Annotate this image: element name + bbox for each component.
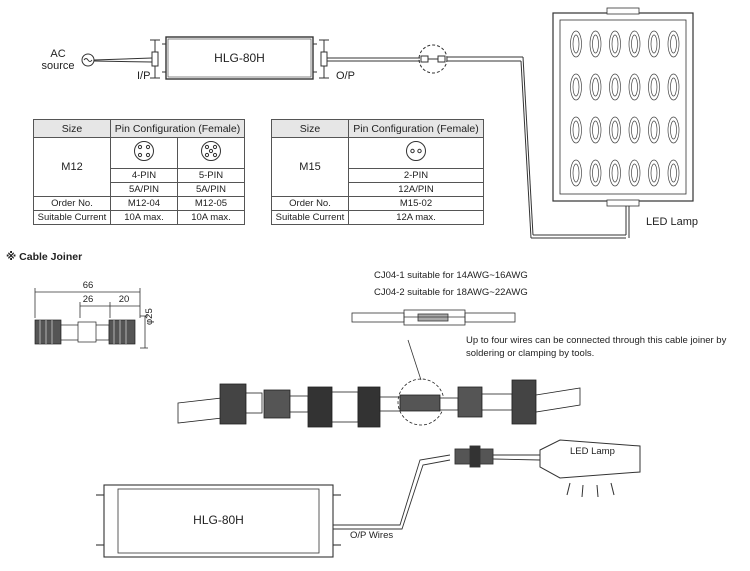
m12-5pin-diagram [176,137,246,169]
m12-4pin-diagram [110,137,178,169]
m15-order-02: M15-02 [348,196,484,211]
led-module-inner [572,77,580,97]
led-module-inner [631,34,638,54]
cable-joiner-small [34,319,136,345]
reference-mark: ※ [6,251,17,263]
led-module-inner [670,77,677,97]
driver-model-label-bottom: HLG-80H [193,513,244,527]
m12-size-value: M12 [33,137,111,197]
m15-pin-config-header: Pin Configuration (Female) [348,119,484,138]
m15-size-header: Size [271,119,349,138]
led-module-inner [650,120,658,140]
led-module-inner [592,120,599,140]
m12-5pin-rating: 5A/PIN [176,182,246,197]
driver-body-top [162,36,317,80]
m12-order-05: M12-05 [176,196,246,211]
led-module-inner [631,163,638,183]
m12-current-05: 10A max. [176,210,246,225]
led-module-inner [670,163,677,183]
joiner-description-line1: Up to four wires can be connected throug… [466,335,727,346]
m15-current-label: Suitable Current [271,210,349,225]
driver-body-bottom [96,484,341,558]
led-module-inner [611,34,619,54]
dim-total-66: 66 [82,280,94,291]
source-label: source [41,60,75,72]
connector-highlight-circle [418,44,448,74]
m12-4pin-rating: 5A/PIN [110,182,178,197]
dim-diameter-25: φ25 [144,308,155,325]
led-lamp-label-top: LED Lamp [646,216,698,228]
m15-2pin-label: 2-PIN [348,168,484,183]
led-module-inner [650,34,658,54]
led-array [570,30,680,187]
ac-wave-glyph [83,58,93,62]
cj04-2-note: CJ04-2 suitable for 18AWG~22AWG [374,287,528,298]
m12-spec-table: Size Pin Configuration (Female) M12 [33,119,246,225]
5-pin-socket-icon [200,141,221,161]
joiner-description-line2: soldering or clamping by tools. [466,348,595,359]
m12-current-label: Suitable Current [33,210,111,225]
output-wires-label: O/P Wires [350,530,394,541]
joiner-detail-wire [351,309,516,326]
bottom-output-wire [333,445,541,530]
4-pin-socket-icon [133,141,154,161]
led-lamp-bottom [539,439,641,498]
led-module-inner [611,120,619,140]
led-module-inner [670,34,677,54]
cj04-1-note: CJ04-1 suitable for 14AWG~16AWG [374,270,528,281]
m12-size-header: Size [33,119,111,138]
led-module-inner [631,77,638,97]
2-pin-socket-icon [406,141,426,161]
m15-2pin-diagram [348,137,484,169]
led-module-inner [611,77,619,97]
led-module-inner [572,163,580,183]
m12-current-04: 10A max. [110,210,178,225]
led-module-inner [670,120,677,140]
dim-26: 26 [82,294,94,305]
output-label: O/P [336,70,355,82]
cable-joiner-dimension-drawing [34,288,148,349]
m12-5pin-label: 5-PIN [176,168,246,183]
input-connector [151,51,159,67]
led-module-inner [592,77,599,97]
m15-2pin-rating: 12A/PIN [348,182,484,197]
output-connector [320,51,328,67]
ac-label: AC [50,48,66,60]
m12-order-label: Order No. [33,196,111,211]
cable-joiner-title: Cable Joiner [19,251,83,263]
dim-20: 20 [118,294,130,305]
led-module-inner [592,163,599,183]
led-lamp-label-bottom: LED Lamp [570,446,615,457]
led-module-inner [611,163,619,183]
led-module-inner [572,34,580,54]
ac-source-label: AC source [40,48,76,72]
led-module-inner [592,34,599,54]
cable-joiner-heading: ※ Cable Joiner [6,251,82,263]
input-label: I/P [137,70,151,82]
m12-order-04: M12-04 [110,196,178,211]
driver-model-label-top: HLG-80H [214,51,265,65]
m15-size-value: M15 [271,137,349,197]
m15-spec-table: Size Pin Configuration (Female) M15 2-PI… [271,119,484,225]
led-module-inner [650,163,658,183]
led-module-inner [650,77,658,97]
led-module-inner [572,120,580,140]
m15-order-label: Order No. [271,196,349,211]
exploded-cable-joiner [177,339,581,428]
m12-4pin-label: 4-PIN [110,168,178,183]
led-module-inner [631,120,638,140]
m15-current-02: 12A max. [348,210,484,225]
m12-pin-config-header: Pin Configuration (Female) [110,119,245,138]
